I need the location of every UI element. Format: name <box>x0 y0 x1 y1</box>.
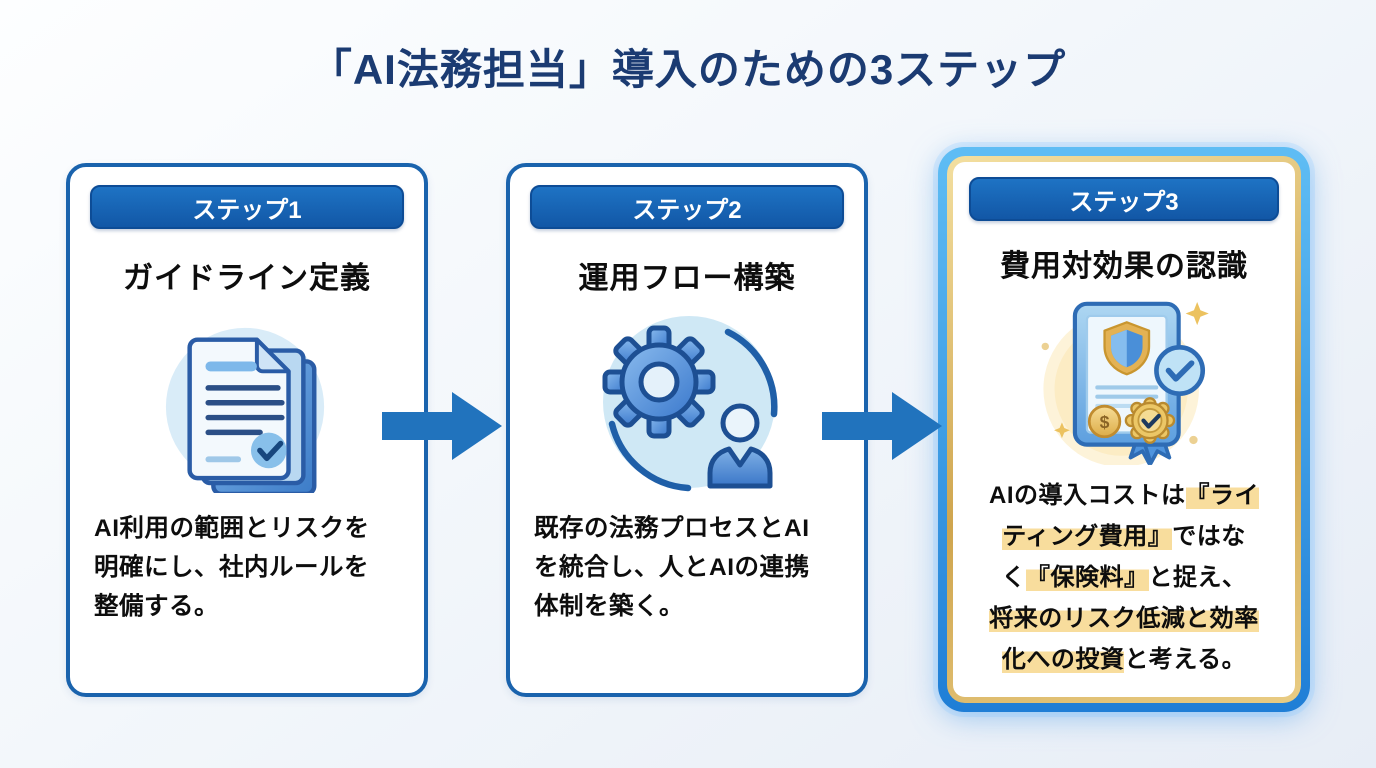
step1-badge: ステップ1 <box>90 185 404 229</box>
highlighted-text: 『保険料』 <box>1026 564 1149 591</box>
step3-card: ステップ3 費用対効果の認識 <box>938 147 1310 712</box>
step1-heading: ガイドライン定義 <box>123 262 371 295</box>
certificate-award-icon: $ <box>969 289 1279 465</box>
plain-text: ではな く <box>1001 523 1246 591</box>
step1-card: ステップ1 ガイドライン定義 AI利用の範囲とリスクを 明確にし、社内ルールを … <box>66 163 428 697</box>
plain-text: と考える。 <box>1124 646 1247 673</box>
step2-badge: ステップ2 <box>530 185 844 229</box>
step3-gold-frame: ステップ3 費用対効果の認識 <box>947 156 1301 703</box>
step1-description: AI利用の範囲とリスクを 明確にし、社内ルールを 整備する。 <box>94 515 370 620</box>
svg-text:$: $ <box>1100 412 1110 432</box>
page-title: 「AI法務担当」導入のための3ステップ <box>309 46 1067 93</box>
step2-card: ステップ2 運用フロー構築 <box>506 163 868 697</box>
arrow-right-icon <box>382 388 506 464</box>
arrow-right-icon <box>822 388 946 464</box>
plain-text: AIの導入コストは <box>989 482 1186 509</box>
step2-heading: 運用フロー構築 <box>578 262 796 295</box>
plain-text: と捉え、 <box>1148 564 1247 591</box>
step2-description: 既存の法務プロセスとAI を統合し、人とAIの連携 体制を築く。 <box>534 515 810 620</box>
step3-card-body: ステップ3 費用対効果の認識 <box>953 162 1295 697</box>
documents-check-icon <box>90 309 404 493</box>
step3-badge: ステップ3 <box>969 177 1279 221</box>
step3-description: AIの導入コストは『ライ ティング費用』ではな く『保険料』と捉え、 将来のリス… <box>969 475 1279 680</box>
step3-heading: 費用対効果の認識 <box>1000 250 1248 283</box>
gear-person-icon <box>530 309 844 493</box>
